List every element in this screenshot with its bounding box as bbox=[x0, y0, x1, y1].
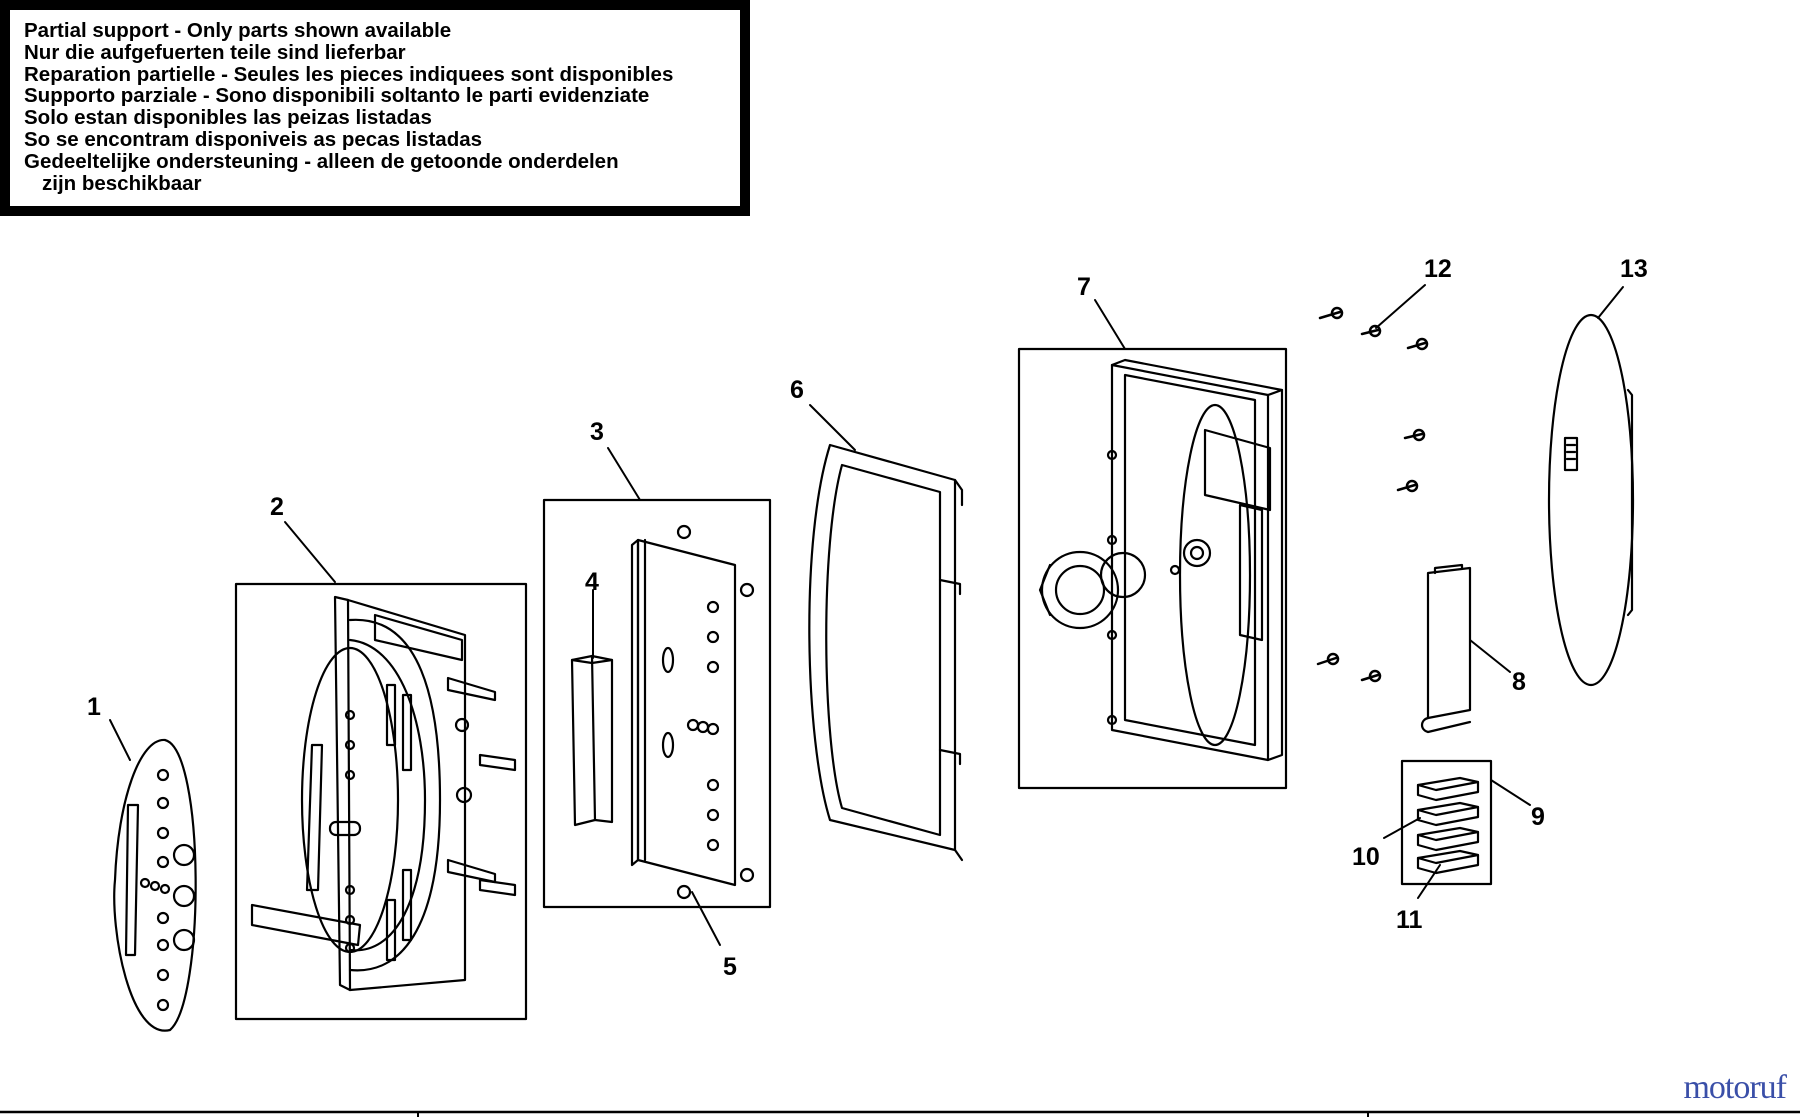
part-7-rear-housing bbox=[1038, 358, 1284, 762]
part-2-housing bbox=[250, 595, 517, 992]
part-8-battery-cover bbox=[1420, 563, 1472, 734]
callout-12: 12 bbox=[1424, 255, 1452, 283]
part-12-screws bbox=[1316, 306, 1429, 683]
notice-line-de: Nur die aufgefuerten teile sind lieferba… bbox=[24, 40, 406, 64]
callout-4: 4 bbox=[585, 568, 599, 596]
part-3-frame bbox=[542, 498, 772, 909]
callout-8: 8 bbox=[1512, 668, 1526, 696]
part-2-frame bbox=[234, 582, 528, 1021]
callout-numbers: 1 2 3 4 5 6 7 8 9 10 11 12 13 bbox=[87, 255, 1648, 981]
callout-13: 13 bbox=[1620, 255, 1648, 283]
part-6-gasket-frame bbox=[808, 443, 964, 862]
callout-9: 9 bbox=[1531, 803, 1545, 831]
callout-5: 5 bbox=[723, 953, 737, 981]
notice-line-it: Supporto parziale - Sono disponibili sol… bbox=[24, 84, 650, 108]
callout-2: 2 bbox=[270, 493, 284, 521]
leader-lines bbox=[109, 284, 1624, 946]
callout-11: 11 bbox=[1396, 906, 1423, 934]
callout-3: 3 bbox=[590, 418, 604, 446]
part-7-frame bbox=[1017, 347, 1288, 790]
notice-line-es: Solo estan disponibles las peizas listad… bbox=[24, 106, 432, 130]
part-3-circuit-board bbox=[630, 524, 755, 900]
watermark-logo: motoruf bbox=[1683, 1069, 1787, 1106]
part-10-11-contact-blocks bbox=[1416, 776, 1480, 875]
availability-notice-text: Partial support - Only parts shown avail… bbox=[10, 10, 740, 206]
notice-line-fr: Reparation partielle - Seules les pieces… bbox=[24, 62, 674, 86]
notice-line-nl: Gedeeltelijke ondersteuning - alleen de … bbox=[24, 149, 619, 173]
callout-1: 1 bbox=[87, 693, 101, 721]
part-1-faceplate bbox=[113, 738, 197, 1032]
notice-line-en: Partial support - Only parts shown avail… bbox=[24, 19, 452, 42]
notice-line-nl-cont: zijn beschikbaar bbox=[42, 171, 202, 195]
callout-10: 10 bbox=[1352, 843, 1380, 871]
callout-6: 6 bbox=[790, 376, 804, 404]
notice-line-pt: So se encontram disponiveis as pecas lis… bbox=[24, 127, 483, 151]
part-13-cover bbox=[1547, 313, 1635, 687]
availability-notice-box: Partial support - Only parts shown avail… bbox=[0, 0, 750, 216]
part-4-connector-strip bbox=[570, 654, 614, 827]
part-9-frame bbox=[1400, 759, 1493, 886]
callout-7: 7 bbox=[1077, 273, 1091, 301]
